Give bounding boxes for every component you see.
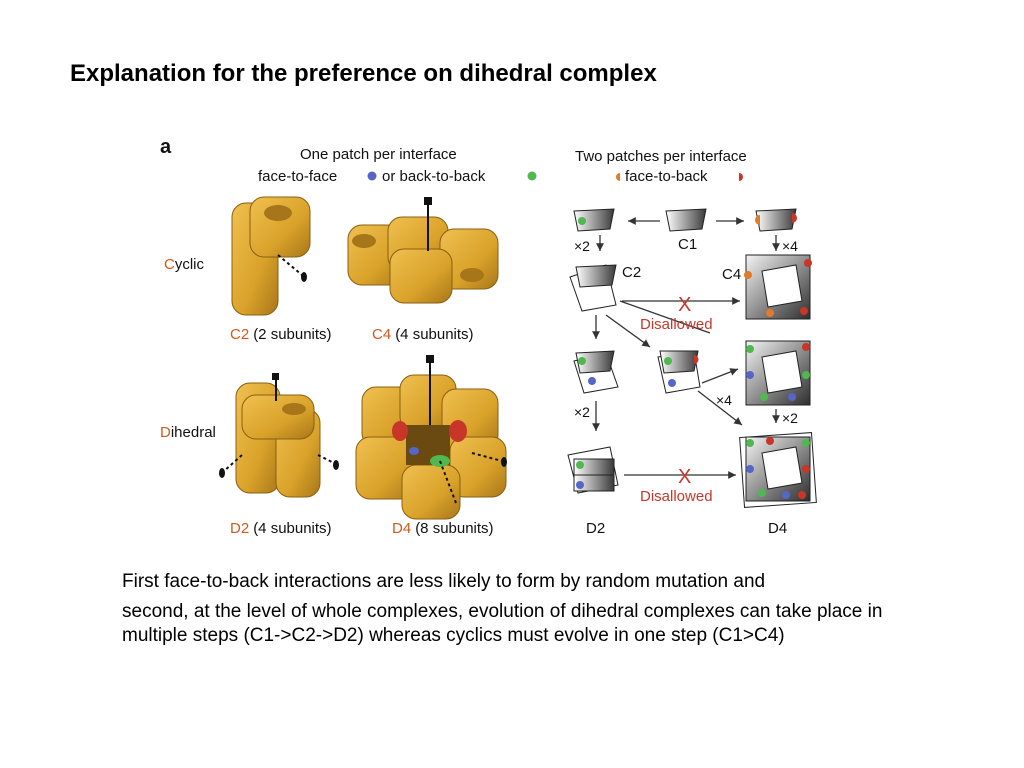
- label-x2-top: ×2: [574, 238, 590, 254]
- left-heading-face-to-face: face-to-face: [258, 168, 337, 185]
- right-heading-face-to-back: face-to-back: [625, 168, 708, 185]
- green-patch-legend-icon: [527, 171, 537, 181]
- d2-model-illustration: [219, 373, 339, 498]
- subunit-c2-front: [575, 264, 617, 288]
- slide-title: Explanation for the preference on dihedr…: [70, 60, 657, 87]
- d4-model-illustration: [355, 355, 507, 520]
- label-x2-mid: ×2: [574, 404, 590, 420]
- label-d4: D4: [768, 520, 787, 537]
- label-d2: D2: [586, 520, 605, 537]
- c2-model-illustration: [231, 196, 311, 316]
- row-label-cyclic: Cyclic: [164, 256, 205, 273]
- panel-label: a: [160, 136, 172, 158]
- c2-caption: C2(2 subunits): [230, 326, 332, 343]
- left-heading-back-to-back: or back-to-back: [382, 168, 486, 185]
- half-patch-legend-icon: [616, 173, 620, 181]
- subunit-mid-center: [659, 350, 699, 374]
- c4-caption: C4(4 subunits): [372, 326, 474, 343]
- figure-canvas: a One patch per interface face-to-face o…: [160, 136, 817, 537]
- c4-model-illustration: [347, 197, 499, 304]
- label-c4: C4: [722, 266, 741, 283]
- disallowed-x-1: X: [678, 294, 691, 316]
- label-x4-mid: ×4: [716, 392, 732, 408]
- assembly-pathway-diagram: C1 ×2 ×4 C2 C4 X Disallowed: [567, 208, 817, 537]
- blue-patch-legend-icon: [367, 171, 377, 181]
- subunit-c1: [665, 208, 707, 232]
- subunit-top-left: [573, 208, 615, 232]
- right-heading-line1: Two patches per interface: [575, 148, 747, 165]
- label-c2: C2: [622, 264, 641, 281]
- d4-caption: D4(8 subunits): [392, 520, 494, 537]
- complex-assembly-figure: a One patch per interface face-to-face o…: [150, 125, 830, 555]
- half-patch-legend-icon-2: [739, 173, 743, 181]
- disallowed-label-1: Disallowed: [640, 316, 713, 333]
- explanation-text: First face-to-back interactions are less…: [122, 570, 942, 654]
- left-heading-line1: One patch per interface: [300, 146, 457, 163]
- label-x4-top: ×4: [782, 238, 798, 254]
- subunit-mid-left: [575, 350, 615, 374]
- d2-caption: D2(4 subunits): [230, 520, 332, 537]
- row-label-dihedral: Dihedral: [160, 424, 216, 441]
- label-x2-right: ×2: [782, 410, 798, 426]
- paragraph-second: second, at the level of whole complexes,…: [122, 601, 883, 646]
- subunit-top-right: [755, 208, 797, 232]
- disallowed-label-2: Disallowed: [640, 488, 713, 505]
- paragraph-first: First face-to-back interactions are less…: [122, 571, 766, 592]
- disallowed-x-2: X: [678, 466, 691, 488]
- label-c1: C1: [678, 236, 697, 253]
